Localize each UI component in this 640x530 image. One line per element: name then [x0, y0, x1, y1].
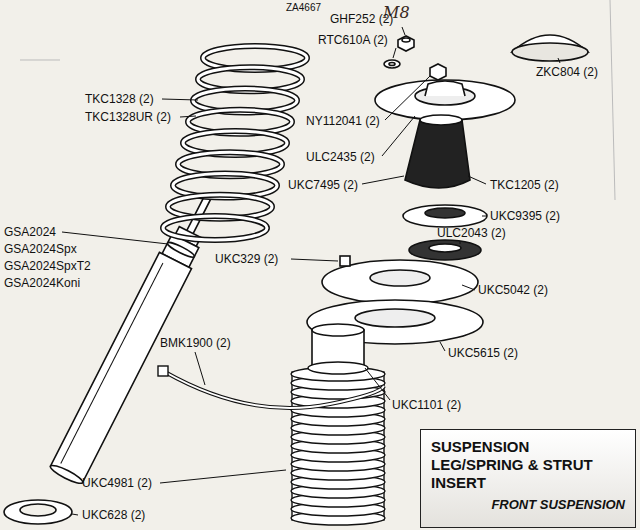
part-number: UKC5615 (2)	[448, 346, 518, 360]
hose-clip-inner	[165, 372, 384, 408]
part-number: RTC610A (2)	[318, 33, 388, 47]
part-number: UKC4981 (2)	[82, 476, 152, 490]
background-bleed	[20, 0, 615, 200]
part-number: NY112041 (2)	[306, 114, 380, 128]
spring-coil-light	[163, 216, 267, 240]
part-number: GSA2024SpxT2	[4, 259, 91, 273]
part-number: UKC329 (2)	[215, 252, 278, 266]
diagram-subtitle: FRONT SUSPENSION	[431, 496, 625, 513]
title-box: SUSPENSION LEG/SPRING & STRUT INSERT FRON…	[420, 429, 636, 528]
part-number: TKC1205 (2)	[490, 178, 559, 192]
part-number: BMK1900 (2)	[160, 336, 231, 350]
part-number: GSA2024Koni	[4, 276, 80, 290]
part-number: UKC1101 (2)	[392, 398, 461, 412]
clip-buckle	[158, 366, 168, 376]
part-number: UKC7495 (2)	[288, 178, 358, 192]
hose-clip	[165, 372, 384, 408]
diagram-title: SUSPENSION LEG/SPRING & STRUT INSERT	[431, 438, 625, 492]
part-number: UKC5042 (2)	[478, 283, 548, 297]
part-number: GSA2024	[4, 225, 56, 239]
part-number: TKC1328UR (2)	[85, 110, 171, 124]
part-number: GSA2024Spx	[4, 242, 77, 256]
figure-code: ZA4667	[286, 1, 321, 15]
coil-spring	[163, 46, 307, 240]
top-mount-assembly	[307, 35, 588, 368]
gaiter-top	[308, 362, 368, 374]
seat-ring	[4, 500, 72, 524]
part-number: GHF252 (2)	[330, 12, 393, 26]
part-number: TKC1328 (2)	[85, 92, 154, 106]
part-number: UKC9395 (2)	[490, 209, 560, 223]
part-number: ZKC804 (2)	[536, 65, 598, 79]
part-number: UKC628 (2)	[82, 508, 145, 522]
part-number: ULC2435 (2)	[306, 150, 375, 164]
spring-coil	[163, 216, 267, 240]
part-number: ULC2043 (2)	[437, 226, 506, 240]
bellows-gaiter	[291, 362, 385, 525]
